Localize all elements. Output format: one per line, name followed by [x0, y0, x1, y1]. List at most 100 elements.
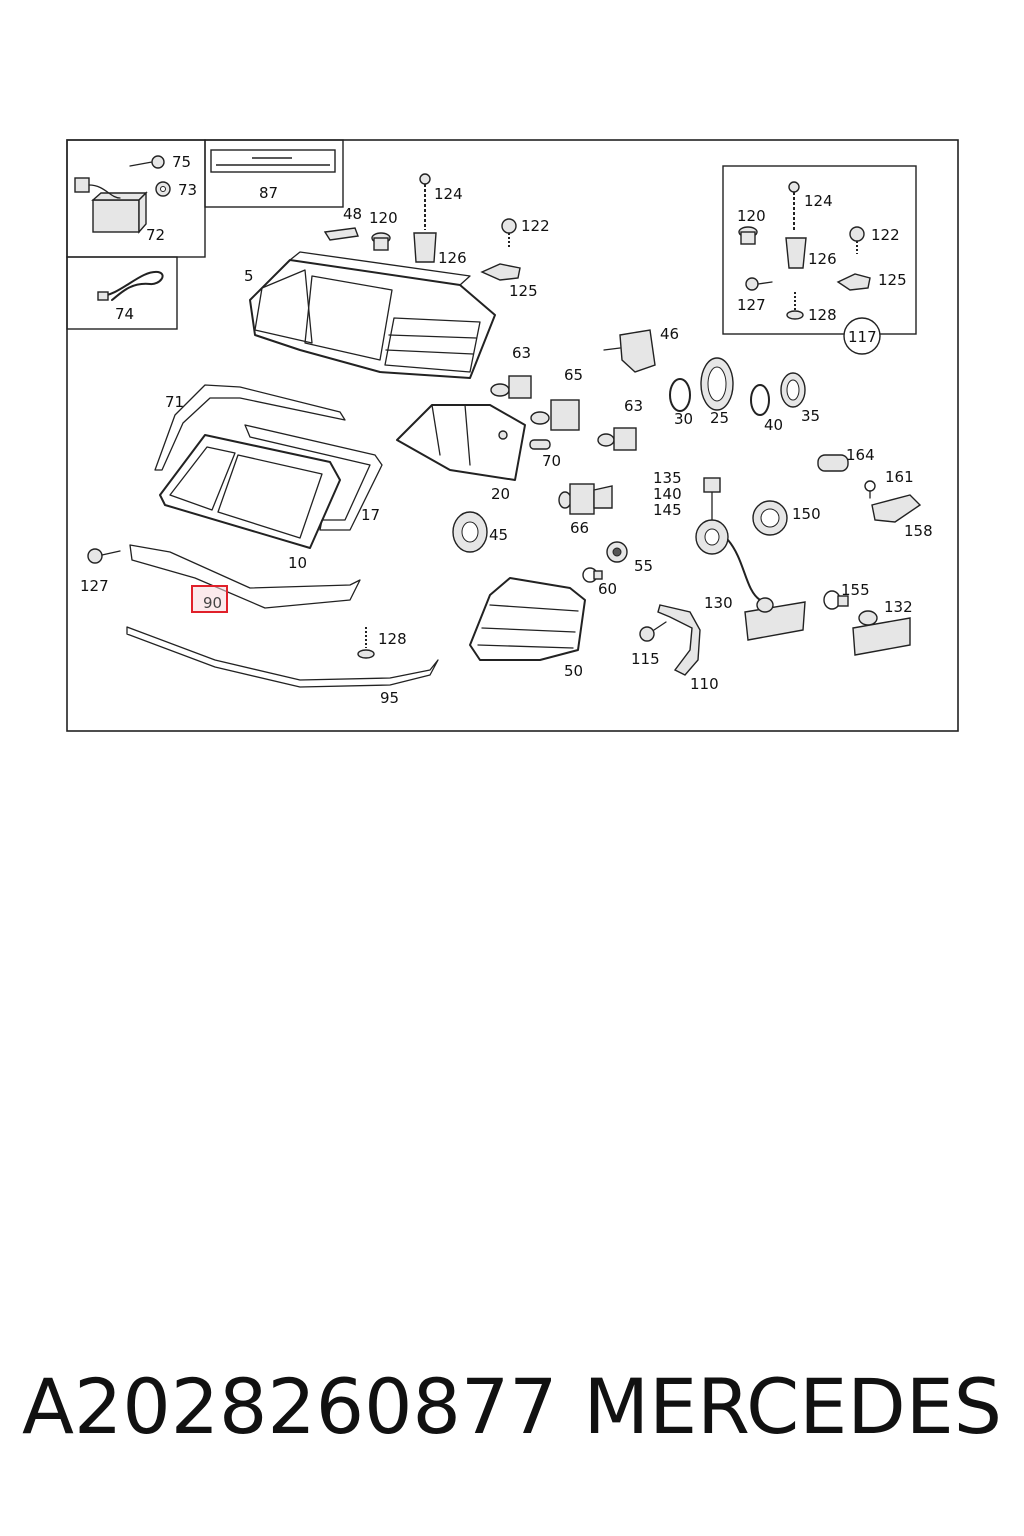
- inset-box-117: [722, 165, 917, 335]
- part-125-clip: [480, 263, 521, 281]
- label-125: 125: [509, 282, 538, 300]
- label-20: 20: [491, 485, 510, 503]
- part-66-bulb-socket: [558, 483, 613, 515]
- label-128-inset: 128: [808, 306, 837, 324]
- part-128-screw-inset: [786, 292, 804, 320]
- part-30-seal-ring: [669, 378, 691, 412]
- label-145: 145: [653, 501, 682, 519]
- label-71: 71: [165, 393, 184, 411]
- part-126-nut-inset: [785, 237, 807, 269]
- label-73: 73: [178, 181, 197, 199]
- label-127: 127: [80, 577, 109, 595]
- part-75-screw: [129, 155, 165, 169]
- label-48: 48: [343, 205, 362, 223]
- label-35: 35: [801, 407, 820, 425]
- label-63: 63: [512, 344, 531, 362]
- label-124-inset: 124: [804, 192, 833, 210]
- label-164: 164: [846, 446, 875, 464]
- part-87-strip: [210, 149, 336, 173]
- label-130: 130: [704, 594, 733, 612]
- label-65: 65: [564, 366, 583, 384]
- label-40: 40: [764, 416, 783, 434]
- label-124: 124: [434, 185, 463, 203]
- part-72-control-unit: [74, 177, 148, 234]
- inset-box-87: [204, 139, 344, 208]
- diagram-frame: [66, 139, 959, 732]
- label-10: 10: [288, 554, 307, 572]
- part-122-screw: [501, 218, 517, 248]
- part-95-trim-strip: [126, 626, 439, 688]
- parts-diagram: 75 73 72 87 74 48 120 124 126 122 125 5 …: [66, 139, 959, 732]
- part-65-bulb: [530, 399, 580, 431]
- label-115: 115: [631, 650, 660, 668]
- part-20-reflector: [396, 404, 526, 481]
- label-95: 95: [380, 689, 399, 707]
- label-45: 45: [489, 526, 508, 544]
- label-127-inset: 127: [737, 296, 766, 314]
- part-127-screw: [87, 548, 121, 564]
- part-74-cable-tie: [97, 270, 164, 301]
- label-90: 90: [203, 594, 222, 612]
- label-70: 70: [542, 452, 561, 470]
- part-128-screw: [357, 627, 375, 659]
- label-60: 60: [598, 580, 617, 598]
- part-number-text: A2028260877: [22, 1362, 558, 1451]
- label-128: 128: [378, 630, 407, 648]
- label-122: 122: [521, 217, 550, 235]
- part-115-screw: [639, 621, 667, 642]
- part-63-bulb: [490, 375, 532, 399]
- label-25: 25: [710, 409, 729, 427]
- label-150: 150: [792, 505, 821, 523]
- part-25-adjuster: [700, 357, 734, 411]
- part-48-clip: [323, 227, 359, 241]
- callout-117-circle: [843, 317, 881, 355]
- part-71-frame-strip: [154, 384, 346, 471]
- label-135: 135: [653, 469, 682, 487]
- part-158-side-marker: [871, 494, 922, 523]
- label-110: 110: [690, 675, 719, 693]
- part-90-trim-strip: [129, 544, 361, 609]
- label-66: 66: [570, 519, 589, 537]
- part-127-screw-inset: [745, 277, 773, 291]
- part-110-bracket: [657, 604, 701, 676]
- label-158: 158: [904, 522, 933, 540]
- part-46-bulb: [603, 329, 656, 373]
- part-120-grommet-inset: [738, 226, 758, 245]
- part-161-bulb: [864, 480, 876, 499]
- callout-labels: 75 73 72 87 74 48 120 124 126 122 125 5 …: [80, 153, 933, 707]
- label-55: 55: [634, 557, 653, 575]
- label-72: 72: [146, 226, 165, 244]
- label-117: 117: [848, 328, 877, 346]
- part-150-cap: [752, 500, 788, 536]
- label-63-2: 63: [624, 397, 643, 415]
- part-132-side-lamp: [852, 610, 911, 656]
- label-17: 17: [361, 506, 380, 524]
- label-5: 5: [244, 267, 254, 285]
- part-90-highlight-box: [191, 585, 228, 613]
- part-164-bulb: [817, 454, 849, 472]
- part-124-screw: [419, 173, 431, 230]
- label-30: 30: [674, 410, 693, 428]
- label-75: 75: [172, 153, 191, 171]
- part-73-nut: [155, 181, 171, 197]
- label-140: 140: [653, 485, 682, 503]
- label-125-inset: 125: [878, 271, 907, 289]
- part-70-bulb: [529, 439, 551, 450]
- part-120-grommet: [371, 232, 391, 251]
- part-5-headlamp-housing: [249, 251, 496, 379]
- inset-box-74: [66, 256, 178, 330]
- label-161: 161: [885, 468, 914, 486]
- part-125-clip-inset: [836, 273, 871, 291]
- part-17-seal: [244, 424, 383, 531]
- part-122-screw-inset: [849, 226, 865, 254]
- part-10-lens: [159, 434, 341, 549]
- label-46: 46: [660, 325, 679, 343]
- label-126: 126: [438, 249, 467, 267]
- part-63-bulb-2: [597, 427, 637, 451]
- part-60-bulb: [582, 567, 603, 583]
- label-126-inset: 126: [808, 250, 837, 268]
- label-120-inset: 120: [737, 207, 766, 225]
- part-130-side-lamp: [744, 597, 806, 641]
- label-50: 50: [564, 662, 583, 680]
- part-45-cap: [452, 511, 488, 553]
